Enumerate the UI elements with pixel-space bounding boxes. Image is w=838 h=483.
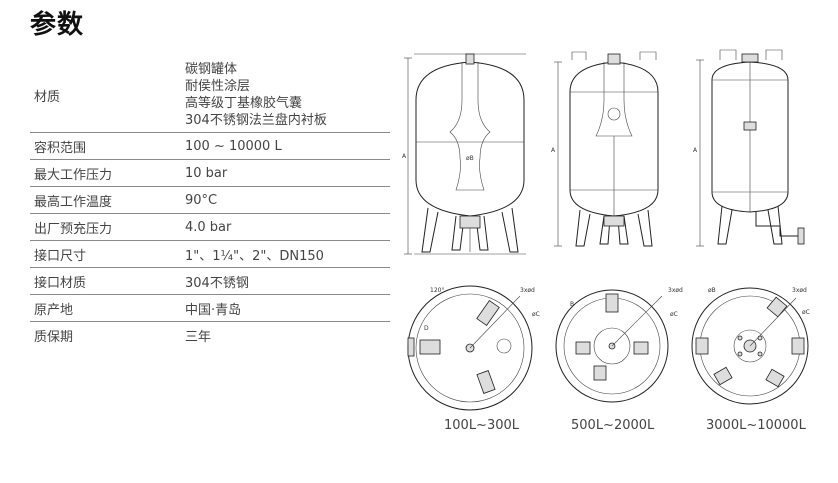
dim-a-label: A <box>551 147 556 154</box>
spec-label: 最大工作压力 <box>34 167 113 183</box>
spec-value: 304不锈钢 <box>185 275 249 291</box>
spec-label: 材质 <box>34 89 61 105</box>
spec-label: 接口尺寸 <box>34 248 87 264</box>
spec-row-max-pressure: 最大工作压力 10 bar <box>30 160 390 187</box>
tank-small-side-view: A øB <box>402 53 526 255</box>
spec-table: 材质 碳钢罐体 耐侯性涂层 高等级丁基橡胶气囊 304不锈钢法兰盘内衬板 容积范… <box>30 58 390 348</box>
diagram-caption: 500L~2000L <box>571 418 655 433</box>
spec-value: 90°C <box>185 192 218 208</box>
dim-c-label: øC <box>802 309 810 316</box>
top-valve-icon <box>741 53 759 63</box>
technical-drawings: A øB A A <box>402 49 810 411</box>
spec-value: 10 bar <box>185 165 228 181</box>
dim-d-label: D <box>424 325 429 332</box>
tank-medium-top-view: 3xød øC B <box>555 287 683 403</box>
spec-row-volume: 容积范围 100 ~ 10000 L <box>30 133 390 160</box>
holes-label: 3xød <box>668 287 683 294</box>
spec-value: 中国·青岛 <box>185 302 242 318</box>
spec-row-warranty: 质保期 三年 <box>30 322 390 348</box>
spec-value-line: 碳钢罐体 <box>185 62 238 77</box>
spec-value-line: 耐侯性涂层 <box>185 79 251 94</box>
tank-large-top-view: øB 3xød øC <box>691 287 810 405</box>
flange-icon <box>459 215 481 229</box>
flange-icon <box>603 215 625 227</box>
spec-label: 出厂预充压力 <box>34 221 113 237</box>
dim-a-label: A <box>693 147 698 154</box>
spec-value-line: 304不锈钢法兰盘内衬板 <box>185 113 327 128</box>
top-valve-icon <box>465 53 475 65</box>
spec-value: 100 ~ 10000 L <box>185 138 282 154</box>
top-valve-icon <box>607 53 621 65</box>
spec-label: 容积范围 <box>34 140 87 156</box>
spec-label: 原产地 <box>34 302 74 318</box>
spec-label: 质保期 <box>34 329 74 345</box>
diagram-caption: 100L~300L <box>444 418 520 433</box>
outlet-flange-icon <box>797 227 805 245</box>
spec-row-precharge: 出厂预充压力 4.0 bar <box>30 214 390 241</box>
dim-b-label: øB <box>708 287 716 294</box>
label-plate-icon <box>743 121 757 131</box>
tank-large-side-view: A <box>693 49 805 247</box>
spec-value: 4.0 bar <box>185 219 232 235</box>
page-title: 参数 <box>30 10 85 40</box>
angle-label: 120° <box>430 287 444 294</box>
holes-label: 3xød <box>520 287 535 294</box>
spec-row-connection-size: 接口尺寸 1"、1¼"、2"、DN150 <box>30 241 390 268</box>
tank-small-top-view: 120° 3xød øC D <box>407 285 540 411</box>
diagram-caption: 3000L~10000L <box>706 418 806 433</box>
spec-row-connection-material: 接口材质 304不锈钢 <box>30 268 390 295</box>
holes-label: 3xød <box>792 287 807 294</box>
spec-value: 三年 <box>185 329 212 345</box>
spec-label: 最高工作温度 <box>34 194 113 210</box>
dim-c-label: øC <box>532 311 540 318</box>
dim-b-label: B <box>570 301 574 308</box>
spec-value-line: 高等级丁基橡胶气囊 <box>185 96 303 111</box>
spec-row-origin: 原产地 中国·青岛 <box>30 295 390 322</box>
dim-b-label: øB <box>466 155 474 162</box>
spec-value: 1"、1¼"、2"、DN150 <box>185 248 324 264</box>
dim-c-label: øC <box>670 311 678 318</box>
spec-label: 接口材质 <box>34 275 87 291</box>
spec-row-max-temp: 最高工作温度 90°C <box>30 187 390 214</box>
spec-value: 碳钢罐体 耐侯性涂层 高等级丁基橡胶气囊 304不锈钢法兰盘内衬板 <box>185 61 390 129</box>
spec-row-material: 材质 碳钢罐体 耐侯性涂层 高等级丁基橡胶气囊 304不锈钢法兰盘内衬板 <box>30 58 390 133</box>
dim-a-label: A <box>402 153 407 160</box>
tank-medium-side-view: A <box>551 51 659 247</box>
